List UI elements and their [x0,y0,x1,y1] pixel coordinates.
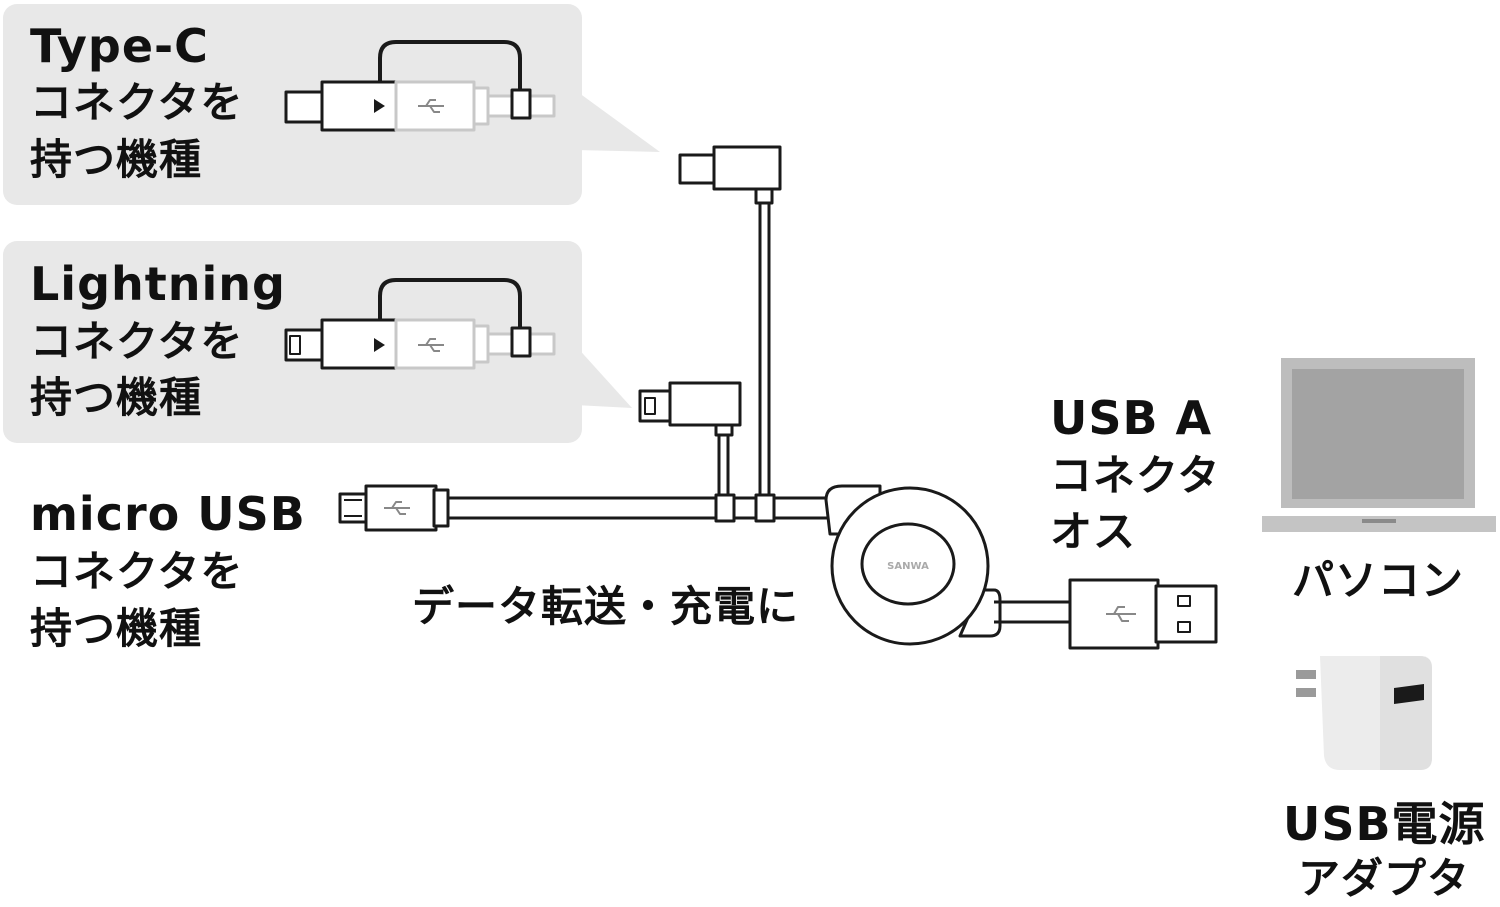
reel-brand: SANWA [887,561,929,572]
junction-clip [714,493,736,523]
pc-label: パソコン [1292,556,1465,605]
lightning-line2: コネクタを [30,317,244,366]
junction-clip [754,493,776,523]
typec-callout-tail [575,90,660,152]
lightning-cable-tip [638,381,742,498]
tether-cap [510,326,532,358]
usb-symbol-icon [1106,606,1136,622]
lightning-line3: 持つ機種 [30,373,203,422]
micro-usb-title: micro USB [30,487,306,541]
lightning-adapter-illustration [284,278,556,370]
lightning-title: Lightning [30,257,286,311]
usba-line1: USB A [1050,391,1213,445]
micro-usb-cable [338,484,830,532]
typec-line3: 持つ機種 [30,135,203,184]
play-triangle-icon [374,338,385,352]
cable-reel-icon [824,484,1070,646]
typec-line2: コネクタを [30,78,244,127]
lightning-callout-tail [575,345,632,408]
play-triangle-icon [374,99,385,113]
laptop-icon [1262,358,1496,532]
tether-cap [510,88,532,120]
usb-symbol-icon [418,99,444,113]
usba-line2: コネクタ [1050,451,1221,500]
micro-usb-line2: コネクタを [30,547,244,596]
typec-title: Type-C [30,19,209,73]
usb-symbol-icon [418,338,444,352]
power-adapter-icon [1296,656,1432,770]
usb-a-plug [1068,578,1218,650]
lightning-body [320,318,398,370]
adapter-line1: USB電源 [1283,797,1486,851]
micro-usb-line3: 持つ機種 [30,604,203,653]
adapter-line2: アダプタ [1298,854,1471,903]
typec-adapter-illustration [284,40,556,132]
cable-caption: データ転送・充電に [412,582,800,631]
usb-symbol-icon [384,501,410,515]
typec-cable-tip [678,145,782,498]
usba-line3: オス [1050,507,1137,556]
typec-plug-tip [284,90,326,124]
